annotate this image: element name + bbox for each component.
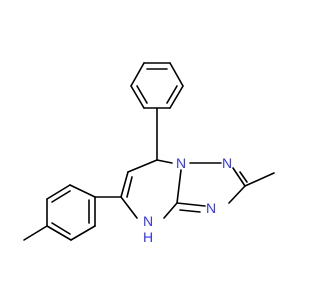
phenyl-bond — [169, 85, 184, 109]
phenyl-bond — [130, 62, 145, 87]
structure-canvas: N N N N H — [23, 62, 275, 245]
phenyl-inner-double — [166, 85, 178, 104]
phenyl-bond — [130, 85, 145, 109]
atom-n1: N — [176, 155, 186, 171]
triazole-inner-double — [239, 171, 248, 183]
ring-inner-double — [126, 176, 133, 198]
ring-bond — [120, 171, 129, 198]
ring-bond — [176, 169, 182, 204]
atom-n2: N — [222, 155, 232, 171]
atom-nh: N — [143, 213, 153, 229]
phenyl-bond — [169, 62, 184, 87]
tolyl-bond — [70, 225, 96, 241]
phenyl-inner-double — [136, 85, 148, 104]
methyl-bond — [244, 172, 275, 187]
triazole-bond — [228, 185, 246, 204]
triazole-inner-double — [179, 209, 201, 213]
pyrimidine-ring — [120, 159, 182, 219]
atom-n3: N — [206, 200, 216, 216]
tolyl-inner-double — [51, 222, 71, 235]
triazole-bond — [232, 167, 246, 187]
triazole-ring — [176, 162, 248, 213]
tolyl-methyl-bond — [23, 225, 48, 241]
tolyl-inner-double — [51, 190, 71, 203]
ring-bond — [163, 202, 178, 219]
molecule-drawing: N N N N H — [23, 62, 275, 245]
phenyl-ring — [130, 62, 184, 109]
tolyl-ring — [46, 184, 122, 241]
atom-nh-hydrogen: H — [143, 229, 153, 245]
ring-bond — [120, 196, 138, 219]
ring-bond — [156, 159, 173, 164]
tolyl-bond — [46, 184, 71, 200]
tolyl-bond — [69, 184, 96, 198]
tolyl-bond — [46, 225, 72, 241]
ring-bond — [127, 159, 158, 173]
triazole-bond — [176, 202, 206, 207]
